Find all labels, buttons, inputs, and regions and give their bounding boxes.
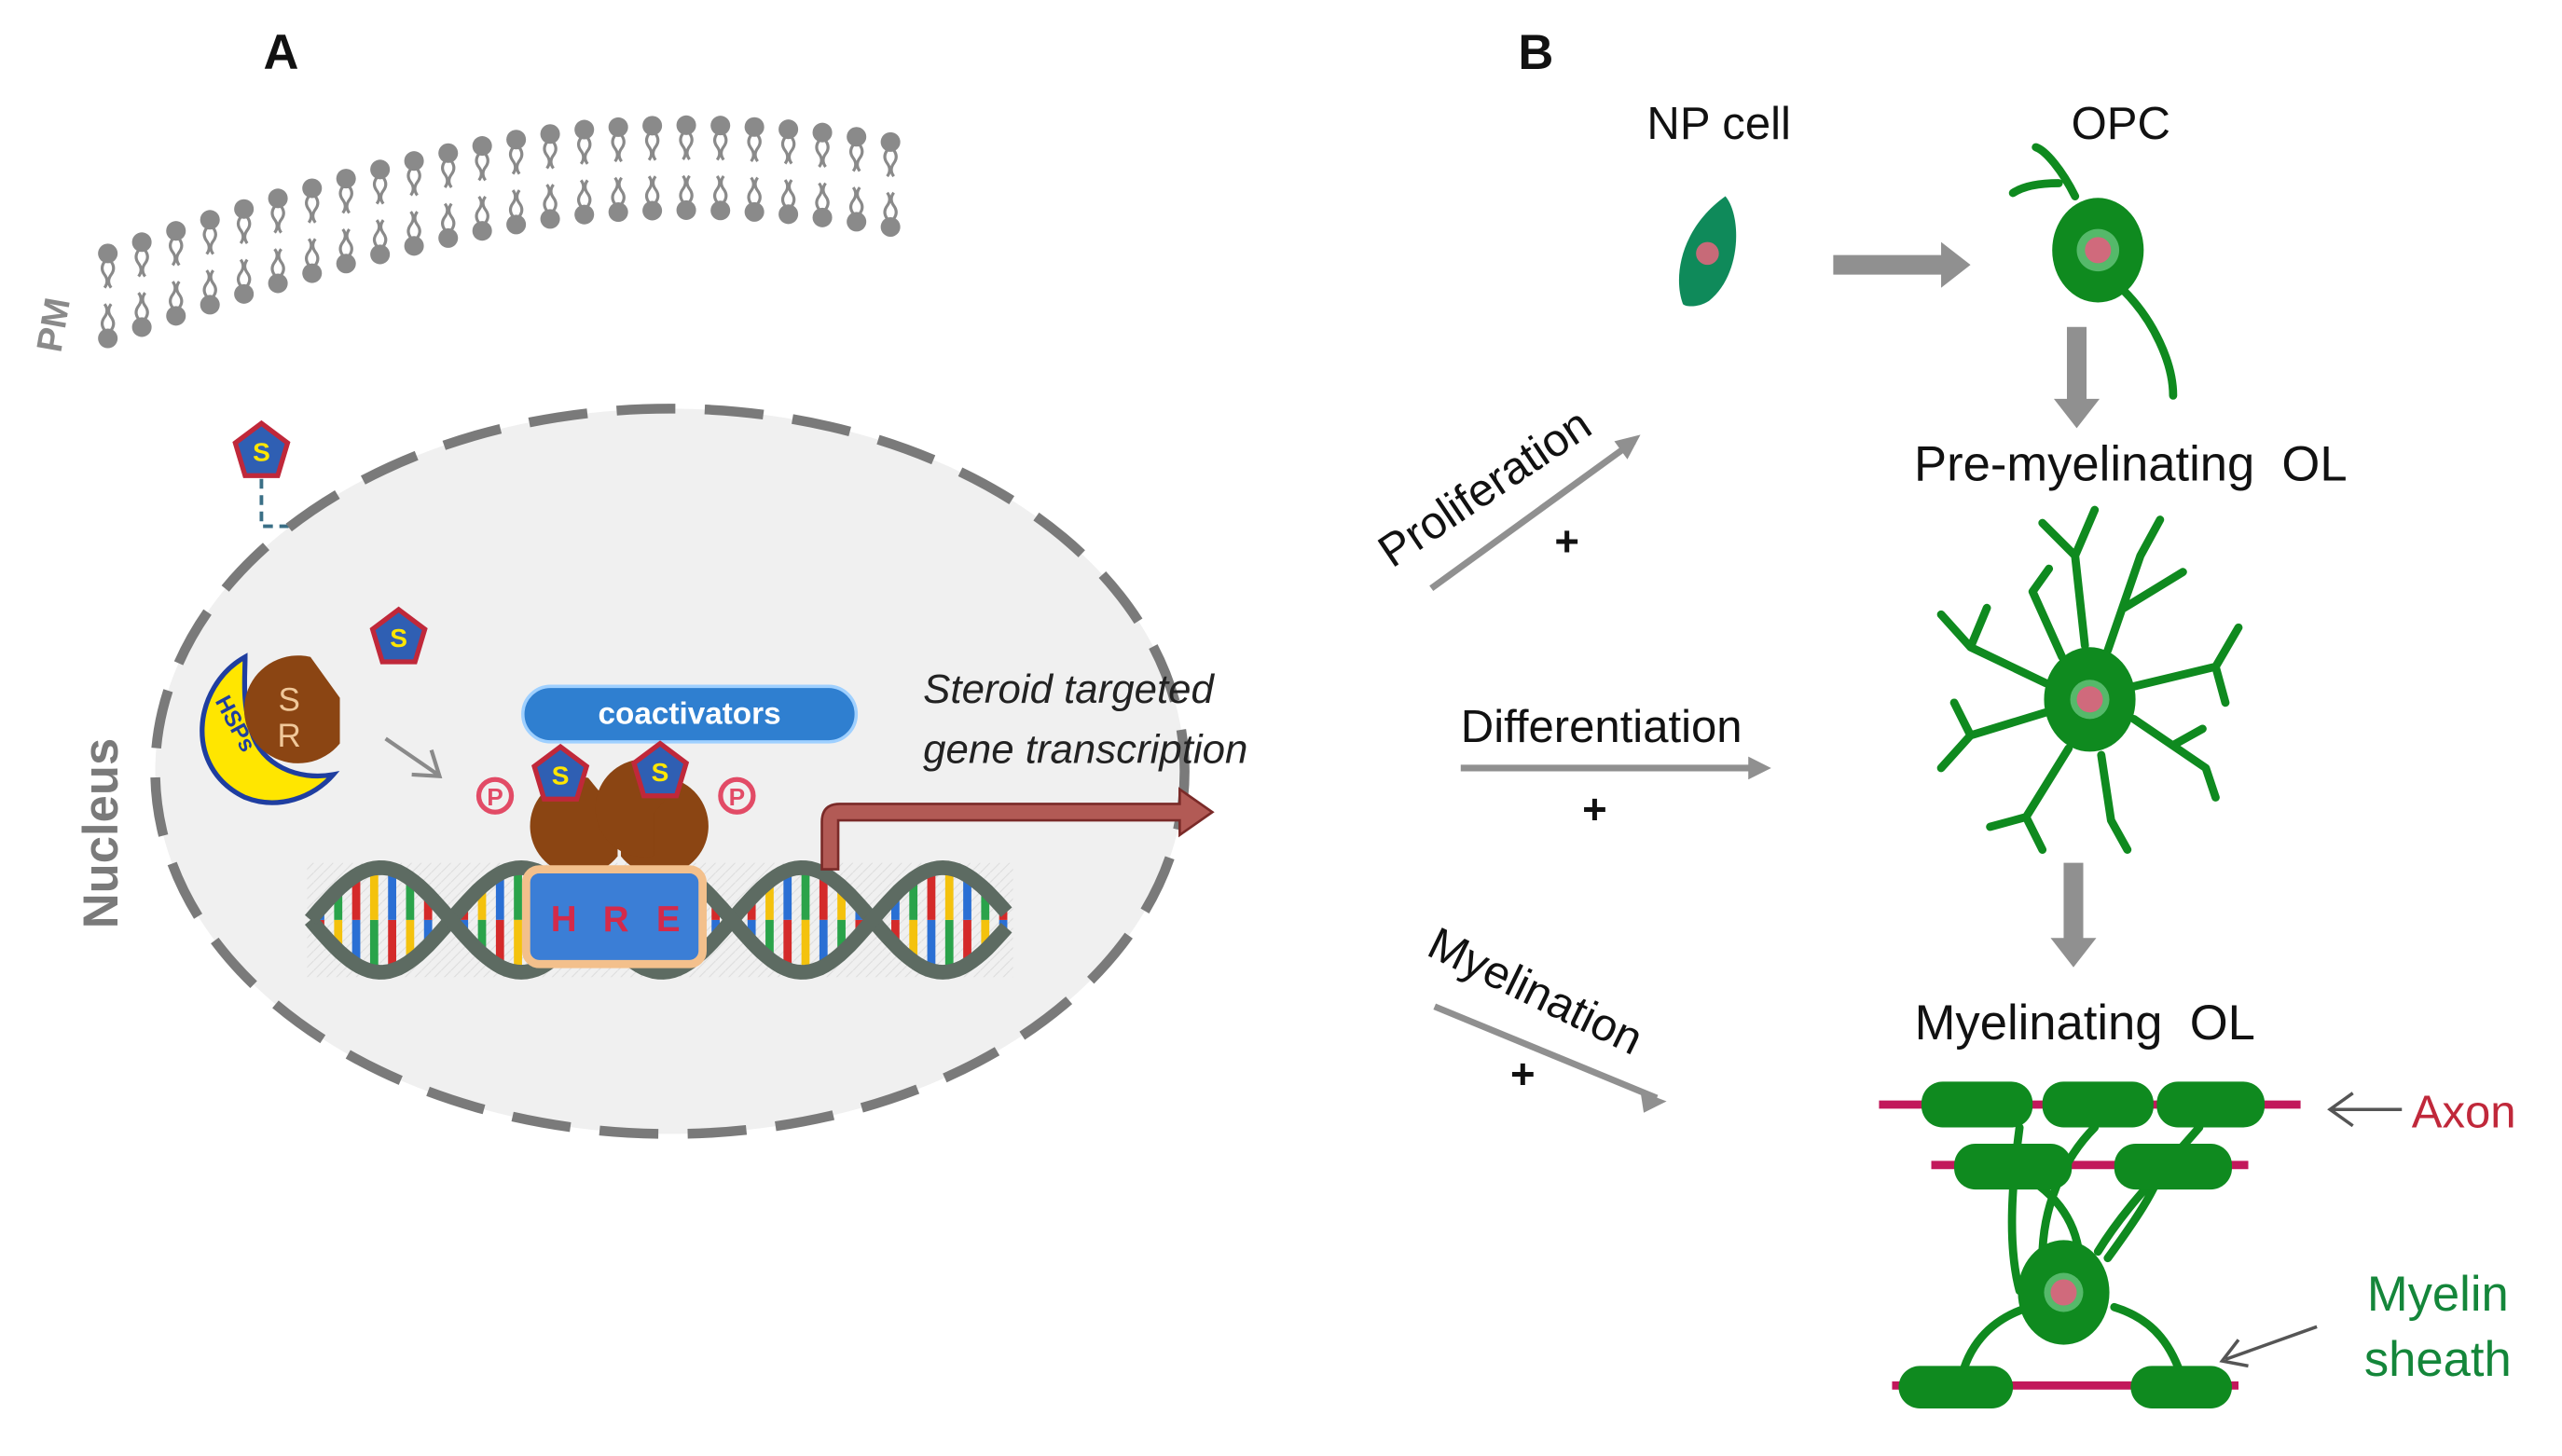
steroid-bound-right: S (634, 744, 686, 796)
steroid-molecule-inside: S (373, 610, 425, 662)
proliferation-sign: + (1554, 517, 1579, 565)
differentiation-process: Differentiation + (1461, 702, 1771, 833)
myelination-label: Myelination (1420, 918, 1650, 1065)
binding-arrow (384, 736, 443, 778)
pre-myelinating-cell (1936, 505, 2243, 854)
steroid-receptor (243, 655, 340, 763)
proliferation-process: Proliferation + (1370, 399, 1641, 591)
svg-text:R: R (278, 718, 301, 754)
pre-to-myelinating-arrow (2050, 862, 2097, 968)
opc-to-pre-arrow (2053, 326, 2101, 429)
phospho-right: P (718, 776, 756, 815)
phospho-left: P (475, 776, 515, 815)
hre-box (521, 865, 707, 968)
hre-letter-r: R (603, 900, 629, 940)
opc-label: OPC (2072, 99, 2170, 149)
myelin-label-line-2: sheath (2364, 1332, 2512, 1387)
coactivators-pill (521, 684, 859, 744)
myelinating-cell (1879, 1081, 2301, 1408)
hre-letter-h: H (551, 900, 577, 940)
transcription-line-1: Steroid targeted (923, 666, 1215, 712)
myelination-process: Myelination + (1420, 918, 1667, 1113)
axon-label: Axon (2412, 1087, 2516, 1137)
coactivators-label: coactivators (599, 697, 781, 732)
svg-text:S: S (552, 761, 570, 790)
axon-pointer-arrow (2327, 1092, 2403, 1128)
steroid-molecule-outside: S (235, 423, 287, 475)
transcription-line-2: gene transcription (923, 727, 1247, 773)
pm-label: PM (30, 295, 78, 354)
panel-a-letter: A (263, 25, 298, 80)
myelin-pointer-arrow (2219, 1325, 2318, 1368)
opc-cell (2008, 143, 2178, 400)
svg-text:P: P (487, 783, 503, 811)
transcription-arrow (820, 787, 1215, 871)
differentiation-sign: + (1582, 786, 1607, 833)
svg-text:P: P (729, 783, 746, 811)
differentiation-label: Differentiation (1461, 702, 1742, 752)
plasma-membrane (96, 114, 902, 350)
np-cell (1678, 196, 1737, 307)
pre-myelinating-label: Pre-myelinating OL (1914, 436, 2348, 491)
hre-letter-e: E (656, 900, 681, 940)
steroid-bound-left: S (534, 747, 586, 799)
svg-text:S: S (390, 624, 407, 652)
nucleus-label: Nucleus (74, 738, 129, 928)
svg-text:S: S (253, 437, 270, 466)
myelin-label-line-1: Myelin (2367, 1267, 2509, 1322)
svg-text:S: S (652, 758, 669, 787)
np-to-opc-arrow (1833, 241, 1971, 288)
svg-text:S: S (279, 682, 300, 719)
panel-b-letter: B (1518, 25, 1553, 80)
myelination-sign: + (1510, 1050, 1536, 1097)
np-cell-label: NP cell (1646, 99, 1791, 149)
myelinating-label: Myelinating OL (1915, 996, 2255, 1051)
